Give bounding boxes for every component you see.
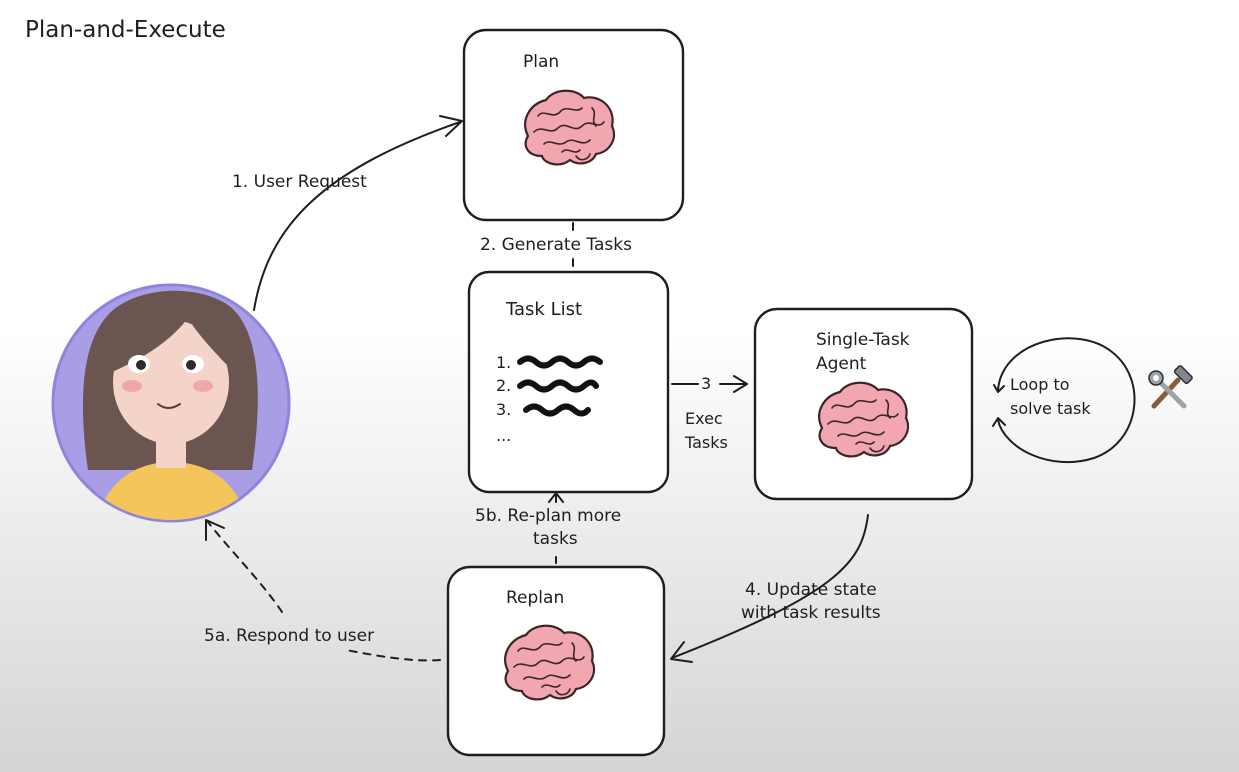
loop-arrowhead	[992, 417, 1006, 427]
brain-icon	[818, 381, 910, 458]
task-list-node: Task List 1. 2. 3. ...	[467, 270, 670, 494]
task-list-label: Task List	[505, 299, 582, 320]
respond-arrow	[207, 521, 283, 613]
exec-step-number: 3	[701, 374, 711, 393]
user-avatar	[51, 283, 291, 523]
replan-label: Replan	[506, 588, 564, 608]
task-item-number: 2.	[496, 376, 511, 395]
brain-icon	[524, 89, 616, 166]
task-item-number: 1.	[496, 353, 511, 372]
agent-label: Agent	[816, 354, 867, 374]
loop-label: solve task	[1010, 399, 1091, 418]
edge-user-request: 1. User Request	[232, 115, 463, 311]
task-item-ellipsis: ...	[496, 426, 511, 445]
loop-arrowhead	[993, 384, 1005, 393]
agent-label: Single-Task	[816, 330, 910, 350]
edge-respond-to-user: 5a. Respond to user	[204, 519, 441, 662]
agent-node: Single-Task Agent	[753, 307, 974, 501]
hammer-wrench-icon	[1148, 365, 1193, 409]
edge-replan-more: 5b. Re-plan more tasks	[475, 492, 621, 564]
task-scribble	[517, 379, 599, 393]
task-scribble	[523, 403, 591, 417]
brain-icon	[504, 624, 596, 701]
edge-update-state: 4. Update state with task results	[670, 514, 881, 663]
update-state-label: 4. Update state	[745, 580, 877, 600]
update-state-label: with task results	[741, 603, 881, 623]
replan-more-label: 5b. Re-plan more	[475, 506, 621, 526]
update-state-arrow	[671, 514, 869, 659]
task-item-number: 3.	[496, 400, 511, 419]
loop-node: Loop to solve task	[992, 337, 1136, 463]
arrowhead	[439, 115, 463, 137]
arrowhead	[548, 492, 564, 503]
replan-node: Replan	[446, 565, 666, 757]
user-request-label: 1. User Request	[232, 172, 367, 192]
user-request-arrow	[253, 121, 461, 311]
diagram-title: Plan-and-Execute	[25, 17, 226, 43]
arrowhead	[733, 375, 748, 393]
arrowhead	[670, 641, 693, 663]
arrowhead	[205, 519, 225, 541]
exec-label: Tasks	[684, 433, 728, 452]
plan-node: Plan	[462, 28, 685, 222]
respond-label: 5a. Respond to user	[204, 626, 374, 646]
respond-arrow	[345, 649, 441, 662]
edge-exec-tasks: 3 Exec Tasks	[671, 374, 748, 452]
loop-arrow	[997, 337, 1136, 463]
generate-tasks-label: 2. Generate Tasks	[480, 235, 632, 255]
exec-label: Exec	[685, 409, 723, 428]
loop-label: Loop to	[1010, 375, 1070, 394]
replan-more-label: tasks	[533, 529, 578, 549]
task-list-box	[467, 270, 670, 494]
edge-generate-tasks: 2. Generate Tasks	[480, 222, 632, 269]
plan-label: Plan	[523, 52, 559, 72]
task-scribble	[517, 355, 603, 369]
